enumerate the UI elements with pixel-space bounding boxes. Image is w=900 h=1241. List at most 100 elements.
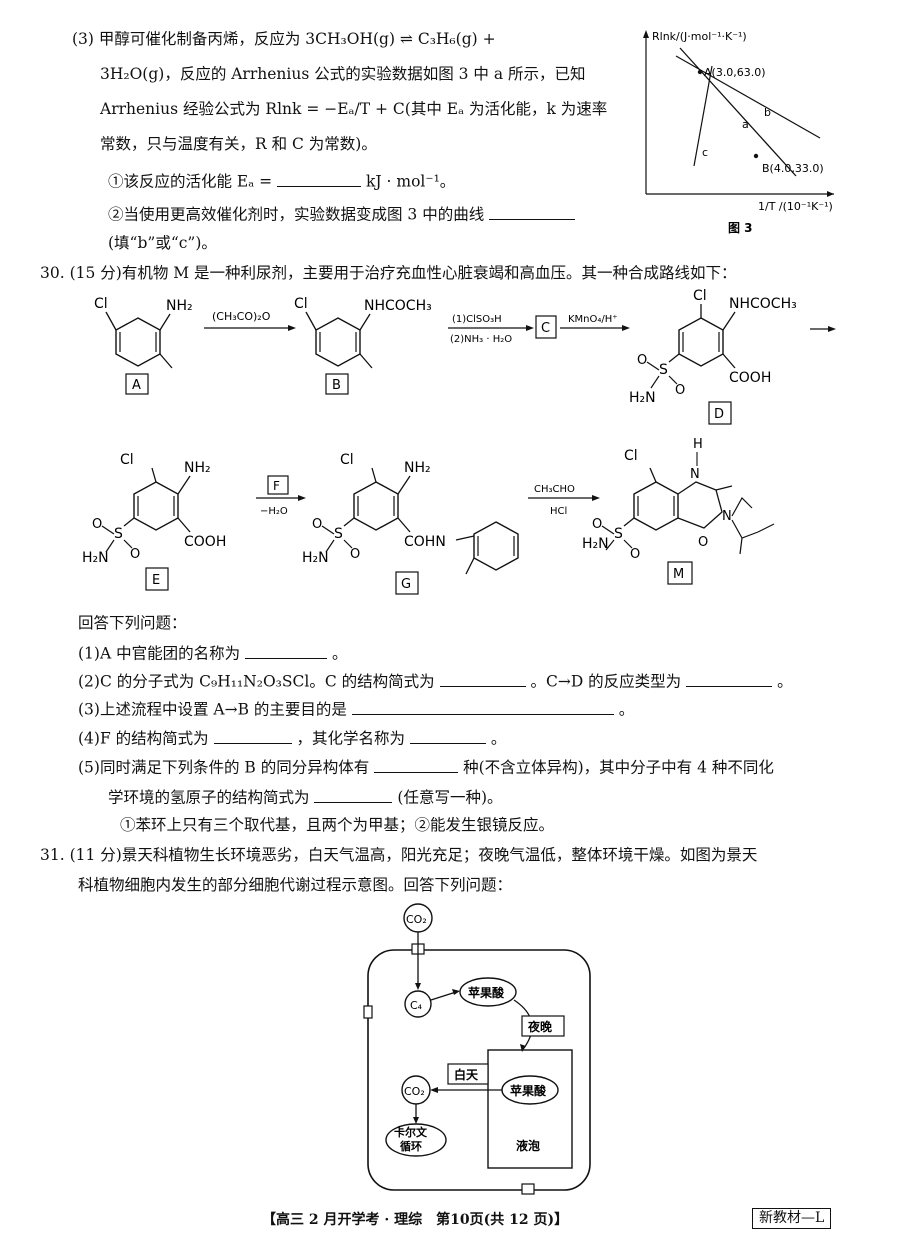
atom-s: S [659, 362, 668, 378]
q3-text: (3)上述流程中设置 A→B 的主要目的是 [78, 700, 347, 719]
arrow-a-to-b: (CH₃CO)₂O [204, 310, 296, 331]
molecule-b: Cl NHCOCH₃ B [294, 296, 432, 395]
atom-s: S [114, 526, 123, 542]
atom-cl: Cl [340, 452, 354, 468]
molecule-d: Cl NHCOCH₃ COOH S O O H₂N D [629, 288, 797, 425]
atom-s: S [614, 526, 623, 542]
molecule-e: Cl NH₂ COOH S O O H₂N E [82, 452, 226, 591]
q4-text: (4)F 的结构简式为 [78, 729, 209, 748]
reagent-hcl: HCl [550, 506, 567, 517]
label-a: A [132, 378, 141, 393]
q5-text-2: 学环境的氢原子的结构简式为 [108, 788, 310, 807]
calvin-label-1: 卡尔文 [394, 1125, 428, 1139]
atom-cl: Cl [693, 288, 707, 304]
answer-blank-q4b[interactable] [409, 727, 486, 744]
label-c: C [541, 321, 550, 336]
atom-nhcoch3: NHCOCH₃ [729, 296, 797, 312]
reagent-minus-water: −H₂O [260, 506, 288, 517]
answer-blank-q5a[interactable] [374, 756, 459, 773]
malic-acid-cytosol [459, 977, 517, 1007]
atom-o: O [350, 547, 360, 562]
atom-s: S [334, 526, 343, 542]
atom-h: H [693, 437, 703, 452]
q4-end: 。 [490, 729, 507, 748]
atom-nh2: NH₂ [166, 298, 193, 314]
co2-outside-label: CO₂ [406, 913, 427, 926]
atom-h2n: H₂N [302, 550, 329, 566]
answer-blank-q2a[interactable] [439, 670, 526, 687]
night-box [521, 1015, 565, 1037]
q29-line4: 常数，只与温度有关，R 和 C 为常数)。 [100, 135, 377, 153]
atom-o: O [312, 517, 322, 532]
atom-cl: Cl [94, 296, 108, 312]
atom-n: N [722, 509, 732, 524]
answer-blank-q4a[interactable] [213, 727, 292, 744]
molecule-a: Cl NH₂ A [94, 296, 193, 395]
q29-subq1-text: ①该反应的活化能 Eₐ = [108, 172, 273, 191]
q1-text: (1)A 中官能团的名称为 [78, 644, 241, 663]
reagent-kmno4: KMnO₄/H⁺ [568, 314, 618, 325]
reagent-ch3cho: CH₃CHO [534, 484, 575, 495]
benzene-ring [115, 317, 161, 367]
atom-cooh: COOH [729, 370, 771, 386]
label-box-e [145, 567, 169, 591]
q29-line3: Arrhenius 经验公式为 Rlnk = −Eₐ/T + C(其中 Eₐ 为… [100, 100, 608, 118]
malic-acid-label-2: 苹果酸 [510, 1083, 547, 1098]
label-d: D [714, 407, 724, 422]
q5-text-2-end: (任意写一种)。 [397, 788, 503, 807]
atom-o: O [675, 383, 685, 398]
point-b [753, 153, 759, 159]
reagent-clso3h: (1)ClSO₃H [452, 314, 502, 325]
q4-mid: ，其化学名称为 [296, 729, 406, 748]
vacuole [487, 1049, 573, 1169]
q29-subq2-text: ②当使用更高效催化剂时，实验数据变成图 3 中的曲线 [108, 205, 485, 224]
atom-nh2: NH₂ [404, 460, 431, 476]
label-box-g [395, 571, 419, 595]
label-m: M [673, 567, 684, 582]
q2-end: 。 [777, 672, 793, 691]
label-box-d [708, 401, 732, 425]
q30-header: 30. (15 分)有机物 M 是一种利尿剂，主要用于治疗充血性心脏衰竭和高血压… [40, 264, 737, 282]
vacuole-label: 液泡 [516, 1138, 540, 1153]
answer-blank-curve[interactable] [489, 203, 576, 220]
atom-n: N [690, 467, 700, 482]
y-axis-label: Rlnk/(J·mol⁻¹·K⁻¹) [652, 30, 747, 43]
answer-blank-q2b[interactable] [686, 670, 773, 687]
q1-end: 。 [331, 644, 348, 663]
q29-line2: 3H₂O(g)，反应的 Arrhenius 公式的实验数据如图 3 中 a 所示… [100, 65, 586, 83]
q5-text: (5)同时满足下列条件的 B 的同分异构体有 [78, 758, 370, 777]
q30-q5-conditions: ①苯环上只有三个取代基，且两个为甲基；②能发生银镜反应。 [120, 816, 555, 834]
atom-h2n: H₂N [629, 390, 656, 406]
day-label: 白天 [454, 1067, 479, 1082]
label-box-f [267, 475, 289, 495]
point-a-label: A(3.0,63.0) [704, 66, 766, 79]
line-b [675, 55, 821, 139]
q3-end: 。 [618, 700, 635, 719]
atom-o: O [130, 547, 140, 562]
q5-text-cont: 种(不含立体异构)，其中分子中有 4 种不同化 [463, 758, 774, 777]
point-b-label: B(4.0,33.0) [762, 162, 824, 175]
page-footer: 【高三 2 月开学考 · 理综 第10页(共 12 页)】 [262, 1212, 569, 1228]
answer-blank-q1[interactable] [245, 642, 328, 659]
arrow-b-to-d: (1)ClSO₃H (2)NH₃ · H₂O C KMnO₄/H⁺ [448, 314, 630, 345]
label-box-a [125, 373, 149, 395]
answer-blank-q3[interactable] [351, 698, 614, 715]
atom-cl: Cl [120, 452, 134, 468]
q30-q4: (4)F 的结构简式为 ，其化学名称为 。 [78, 727, 506, 748]
day-box [447, 1063, 489, 1085]
q29-subq1: ①该反应的活化能 Eₐ = kJ · mol⁻¹。 [108, 170, 455, 191]
atom-cooh: COOH [184, 534, 226, 550]
answer-blank-ea[interactable] [277, 170, 362, 187]
q31-line2: 科植物细胞内发生的部分细胞代谢过程示意图。回答下列问题： [78, 876, 513, 894]
q29-subq1-unit: kJ · mol⁻¹。 [366, 172, 456, 191]
label-box-b [325, 373, 349, 395]
y-axis-arrow [643, 30, 649, 38]
q2-text: (2)C 的分子式为 C₉H₁₁N₂O₃SCl。C 的结构简式为 [78, 672, 435, 691]
x-axis-label: 1/T /(10⁻¹K⁻¹) [758, 200, 833, 213]
answer-blank-q5b[interactable] [314, 786, 393, 803]
calvin-label-2: 循环 [400, 1139, 422, 1153]
co2-inside-label: CO₂ [404, 1085, 425, 1098]
channel-bottom [521, 1183, 535, 1195]
q30-q3: (3)上述流程中设置 A→B 的主要目的是 。 [78, 698, 634, 719]
curve-c-label: c [702, 146, 708, 159]
